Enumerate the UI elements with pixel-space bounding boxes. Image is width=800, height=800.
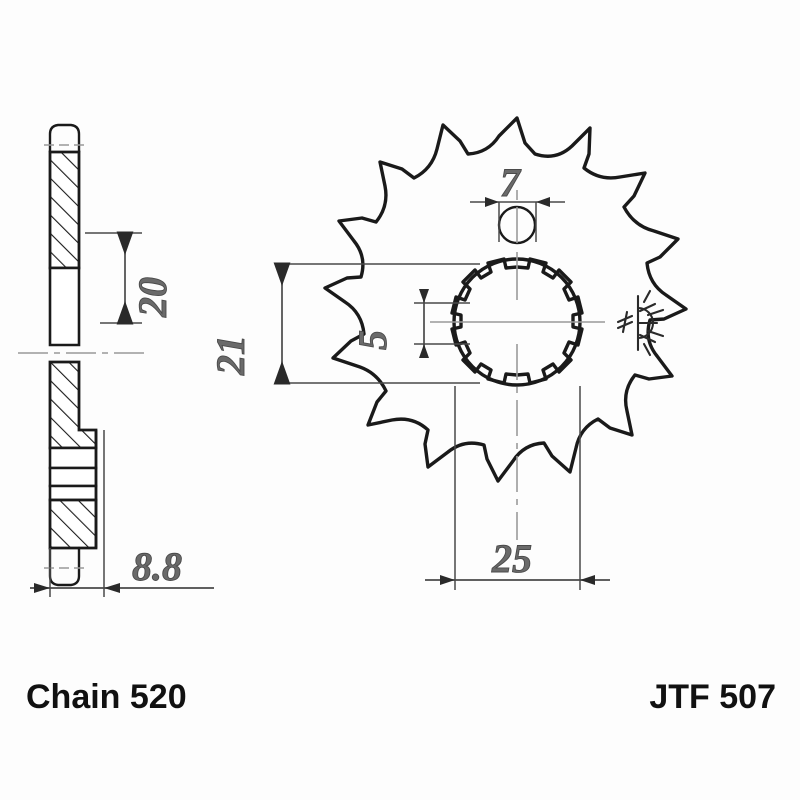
dim-20-text: 20	[130, 277, 175, 318]
section-lower-body	[48, 498, 98, 550]
dimension-5: 5	[350, 289, 470, 358]
section-hub-ring-1	[48, 446, 98, 470]
section-hub-ring-2	[48, 466, 98, 488]
section-top-tooth	[48, 123, 81, 154]
dimension-25: 25	[425, 386, 610, 590]
dimension-8-8: 8.8	[30, 430, 214, 597]
section-hub-ring-3	[48, 484, 98, 502]
dim-5-arrow-top	[419, 289, 429, 303]
section-upper-web	[48, 266, 81, 347]
side-section-view: 20 8.8	[18, 123, 214, 597]
dimension-7: 7	[470, 160, 565, 242]
section-bottom-tooth	[48, 546, 81, 587]
section-lower-rim	[48, 360, 98, 450]
dim-25-arrow-left	[440, 575, 455, 585]
dim-7-arrow-left	[485, 197, 499, 207]
dim-7-arrow-right	[536, 197, 550, 207]
dim-25-text: 25	[491, 536, 532, 581]
dimension-20: 20	[85, 231, 175, 325]
front-face-view: 7 21 5	[208, 116, 688, 590]
dimension-21: 21	[208, 262, 480, 385]
sprocket-tooth-outline	[323, 116, 688, 483]
dim-5-text: 5	[350, 330, 395, 350]
hardening-symbol	[616, 289, 665, 357]
dim-5-arrow-bottom	[419, 344, 429, 358]
section-upper-rim	[48, 150, 81, 270]
dim-21-text: 21	[208, 335, 253, 376]
dim-88-text: 8.8	[132, 544, 182, 589]
dim-7-text: 7	[500, 160, 522, 205]
dim-88-arrow-left	[34, 583, 50, 593]
dim-25-arrow-right	[580, 575, 595, 585]
dim-88-arrow-right	[104, 583, 120, 593]
